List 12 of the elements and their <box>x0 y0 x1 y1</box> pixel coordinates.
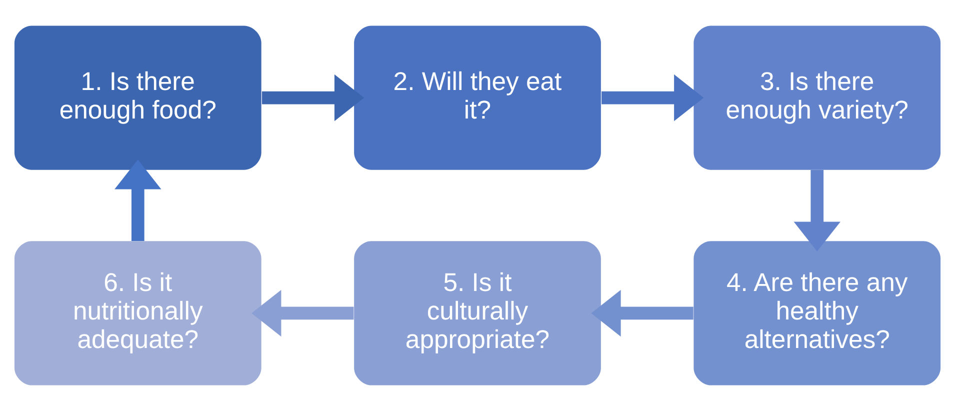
arrow <box>602 74 704 122</box>
node-box: 5. Is it culturally appropriate? <box>354 241 601 386</box>
node-box: 6. Is it nutritionally adequate? <box>14 241 262 386</box>
node-box: 2. Will they eat it? <box>354 26 601 170</box>
arrow <box>262 74 364 122</box>
node-box: 1. Is there enough food? <box>14 26 262 170</box>
arrow <box>252 290 354 337</box>
node-box: 3. Is there enough variety? <box>694 26 941 170</box>
node-box: 4. Are there any healthy alternatives? <box>694 241 941 386</box>
arrow <box>591 290 694 337</box>
arrow <box>794 170 840 252</box>
arrow <box>114 160 162 241</box>
